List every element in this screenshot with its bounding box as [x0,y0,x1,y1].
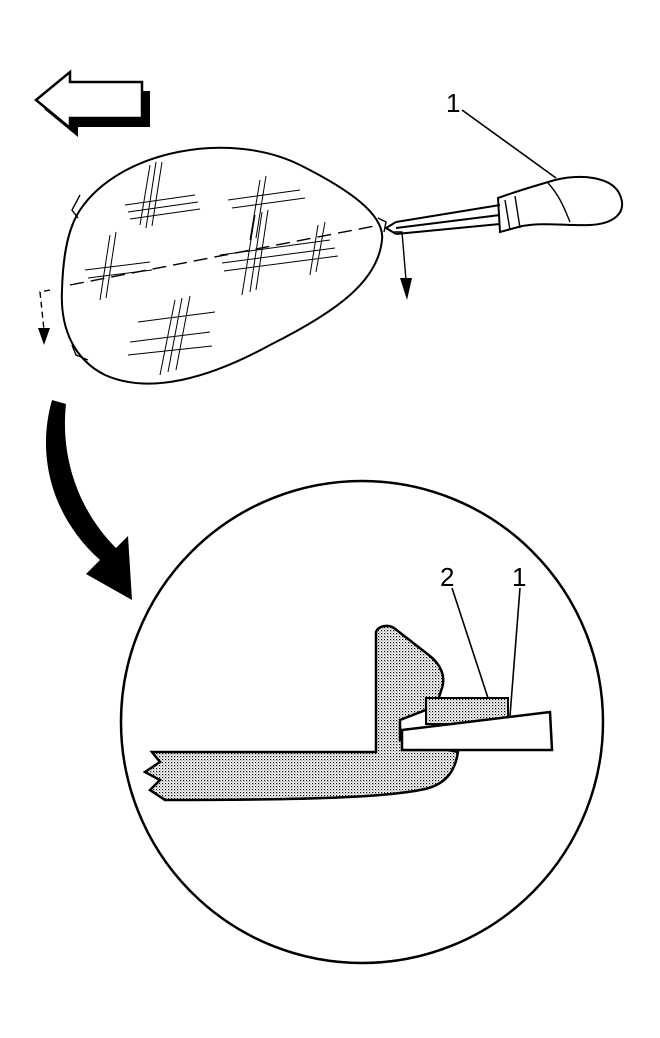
curved-arrow-icon [45,400,132,600]
callout-1-top: 1 [446,88,557,179]
left-arrow-icon [34,69,150,137]
detail-view: 2 1 [119,479,605,965]
callout-2: 2 [440,562,489,699]
housing-section [142,624,460,802]
glass-reflection-marks [84,161,339,376]
callout-1-detail: 1 [509,562,526,717]
screwdriver-tool [384,176,623,235]
callout-label-1-detail: 1 [512,562,526,592]
mirror-glass [38,146,412,385]
pry-arrow-left [38,289,51,345]
pry-arrow-right [394,231,412,300]
callout-label-2: 2 [440,562,454,592]
tool-tip-part-1 [400,710,554,752]
callout-label-1-top: 1 [446,88,460,118]
